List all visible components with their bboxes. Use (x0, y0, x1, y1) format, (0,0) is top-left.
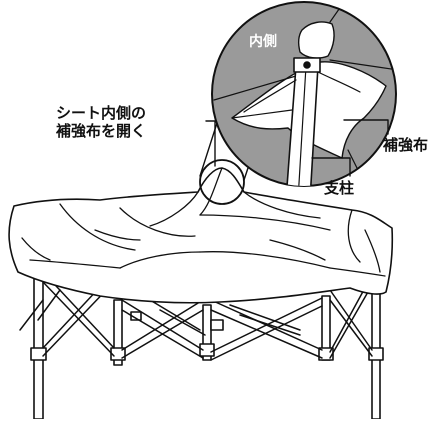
callout-circle-small (199, 159, 245, 205)
inside-label: 内側 (249, 34, 277, 50)
instruction-leader (205, 120, 216, 167)
pole-leader (311, 157, 351, 177)
instruction-line-2: 補強布を開く (56, 122, 147, 140)
reinforcement-cloth-label: 補強布 (383, 136, 429, 154)
instruction-text: シート内側の 補強布を開く (56, 104, 206, 140)
tent-frame (19, 261, 384, 420)
zoom-detail (211, 1, 397, 187)
pole-label: 支柱 (324, 179, 355, 197)
instruction-line-1: シート内側の (56, 104, 147, 122)
reinforcement-leader (343, 119, 389, 135)
canopy-sheet (8, 167, 394, 304)
